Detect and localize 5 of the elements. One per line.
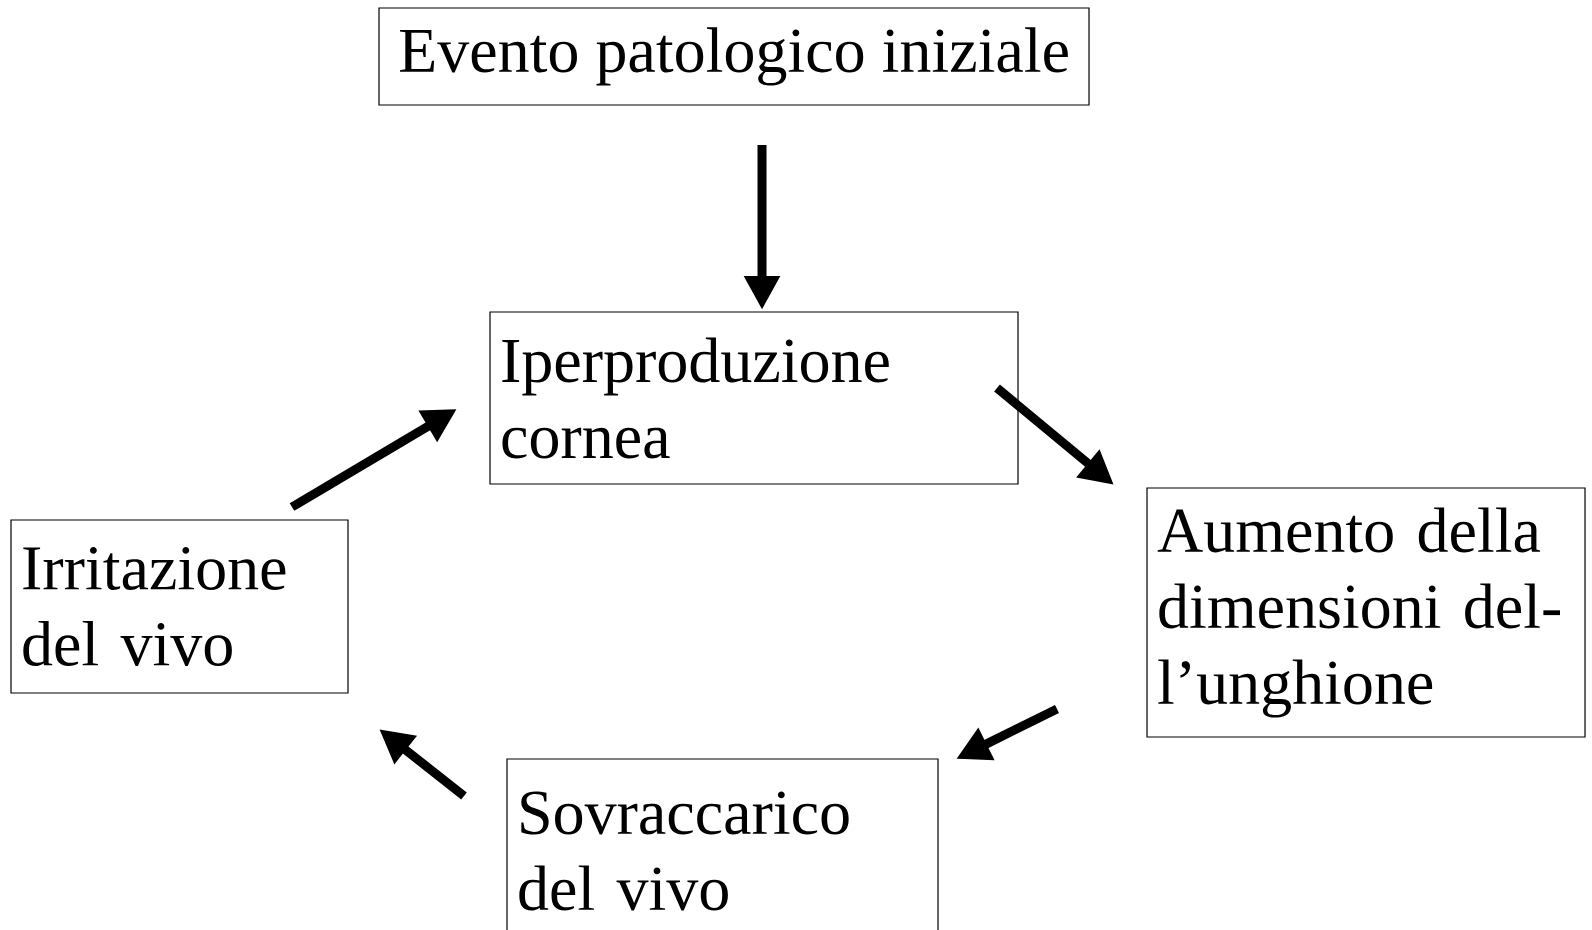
process-box: Aumento della dimensioni del- l’unghione bbox=[1146, 487, 1586, 738]
process-box: Irritazione del vivo bbox=[10, 519, 349, 694]
process-box: Sovraccarico del vivo bbox=[506, 758, 939, 930]
process-box: Iperproduzione cornea bbox=[489, 311, 1019, 485]
process-box: Evento patologico iniziale bbox=[378, 7, 1090, 106]
